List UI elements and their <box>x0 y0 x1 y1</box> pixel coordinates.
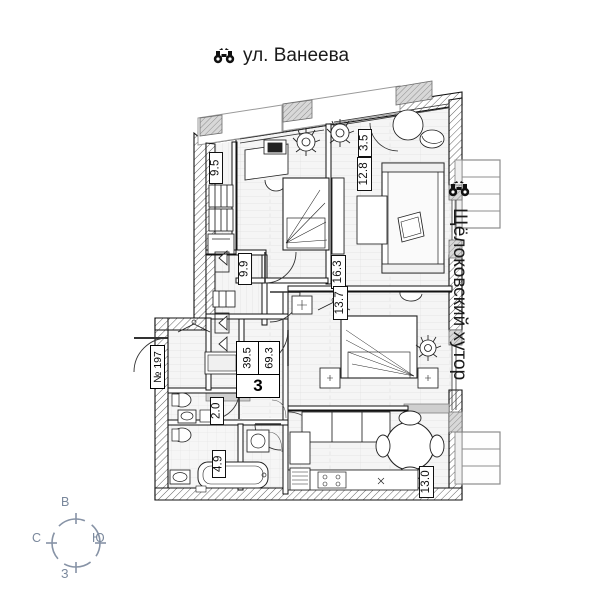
living-area-value: 39.5 <box>237 342 260 374</box>
area-tag-balcony-top-left: 9.5 <box>209 152 223 184</box>
compass-rose: В С Ю З <box>32 495 142 590</box>
area-tag-bedroom-top-left: 12.8 <box>357 157 372 191</box>
area-tag-balcony-top-mid: 3.5 <box>358 129 372 157</box>
room-count-value: 3 <box>253 376 263 395</box>
street-label-right: Щёлоковский хутор <box>448 178 470 380</box>
area-tag-bedroom-right: 13.7 <box>333 286 348 320</box>
area-tag-kitchen: 13.0 <box>419 466 434 498</box>
windows <box>239 103 457 410</box>
apartment-summary-areas: 39.5 69.3 <box>237 342 279 375</box>
compass-label-north: В <box>61 495 70 509</box>
binoculars-icon <box>213 48 235 64</box>
area-tag-hall-corridor: 9.9 <box>238 253 252 285</box>
apartment-number-tag: № 197 <box>150 345 165 389</box>
area-tag-living-room: 16.3 <box>331 255 346 289</box>
total-area-value: 69.3 <box>264 347 277 369</box>
binoculars-icon <box>448 181 470 197</box>
wall-outlines <box>167 140 452 488</box>
apartment-summary-box: 39.5 69.3 3 <box>236 341 280 398</box>
compass-label-west: С <box>32 531 42 545</box>
compass-dial-icon <box>46 513 106 573</box>
furniture <box>169 109 445 493</box>
area-tag-bathroom: 4.9 <box>212 450 226 478</box>
compass-label-south: З <box>61 567 69 581</box>
balconies <box>197 80 501 485</box>
street-name-right: Щёлоковский хутор <box>449 208 470 381</box>
street-name-top: ул. Ванеева <box>243 45 350 66</box>
street-label-top: ул. Ванеева <box>213 45 349 67</box>
area-tag-wc-small: 2.0 <box>210 397 224 425</box>
compass-label-east: Ю <box>92 531 105 545</box>
